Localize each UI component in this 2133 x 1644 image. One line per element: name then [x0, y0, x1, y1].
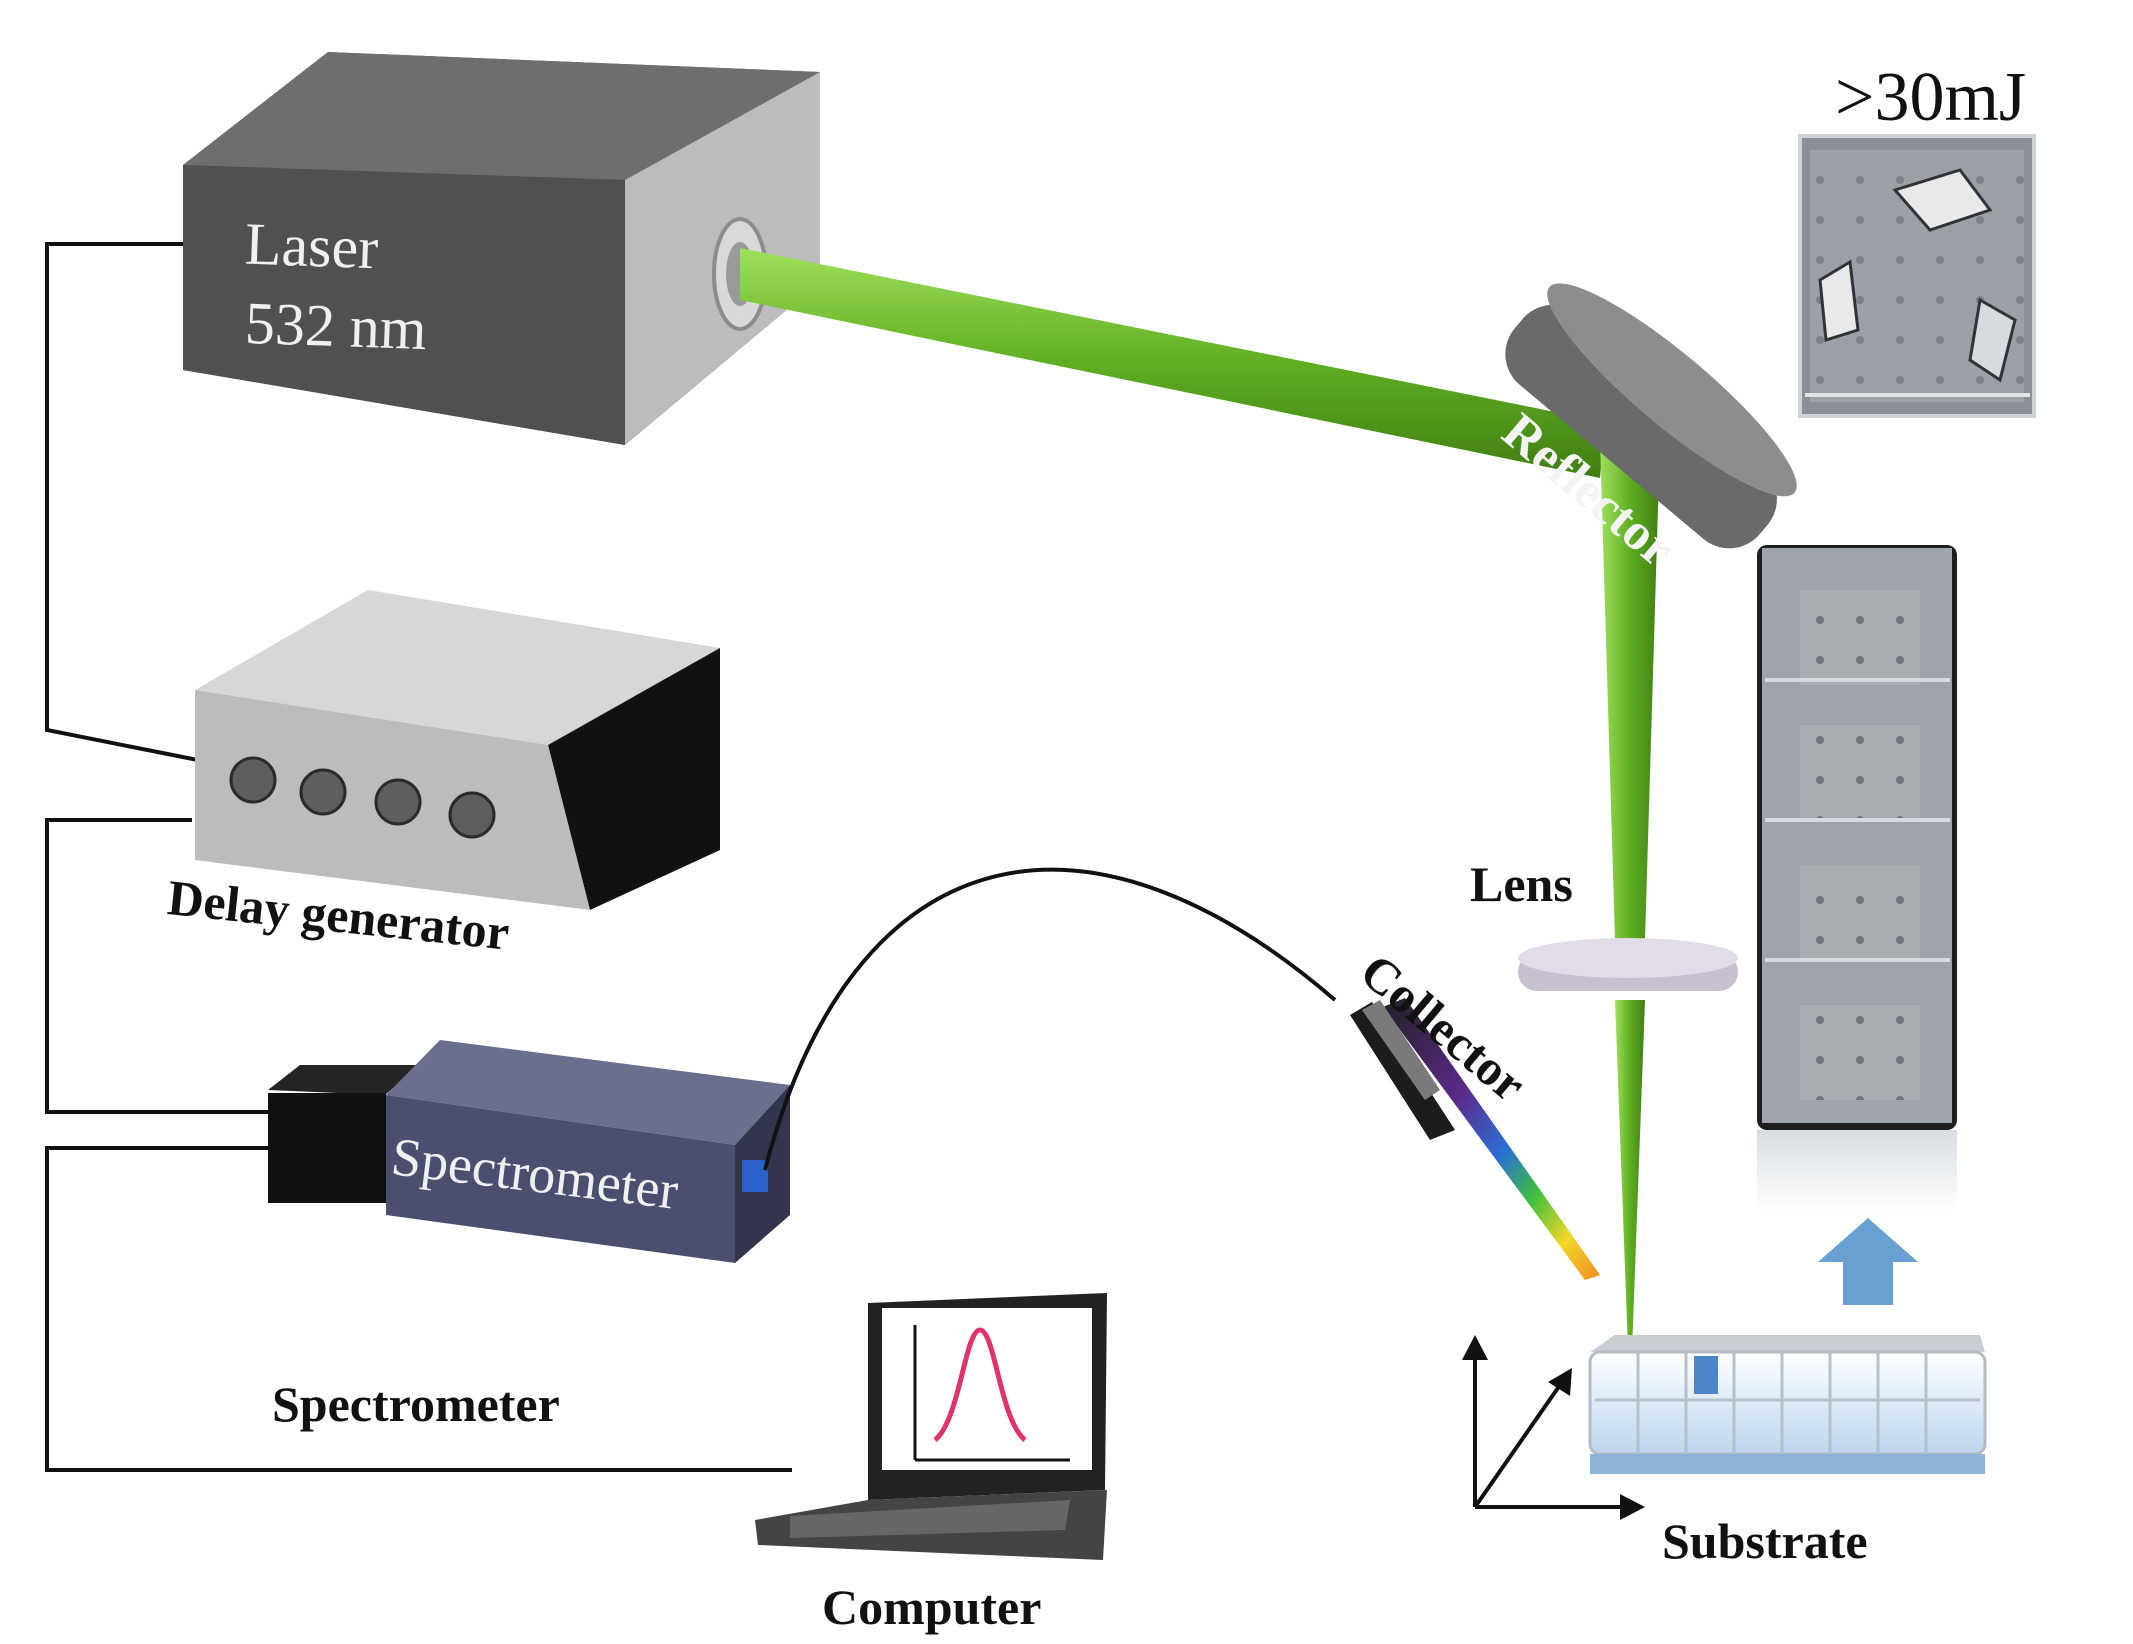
stage-axes — [1462, 1335, 1645, 1520]
laptop — [755, 1293, 1107, 1560]
sample-strip — [1757, 545, 1957, 1210]
laser-label-line2: 532 nm — [243, 289, 428, 363]
spectrometer-caption: Spectrometer — [272, 1376, 560, 1432]
optical-fiber — [763, 867, 1337, 1171]
sem-image — [1798, 134, 2036, 418]
up-arrow-icon — [1818, 1218, 1918, 1305]
wires — [45, 242, 792, 1472]
laser-beam — [740, 248, 1660, 1350]
substrate-label: Substrate — [1662, 1513, 1868, 1569]
lens — [1518, 938, 1738, 991]
lens-label: Lens — [1470, 856, 1573, 912]
delay-generator — [195, 590, 720, 910]
collector — [1350, 998, 1600, 1280]
laser-label-line1: Laser — [243, 210, 380, 282]
computer-label: Computer — [822, 1579, 1042, 1635]
energy-label: >30mJ — [1835, 59, 2027, 136]
reflector — [1505, 283, 1797, 549]
substrate — [1588, 1335, 1987, 1474]
spectrometer — [268, 1040, 790, 1263]
